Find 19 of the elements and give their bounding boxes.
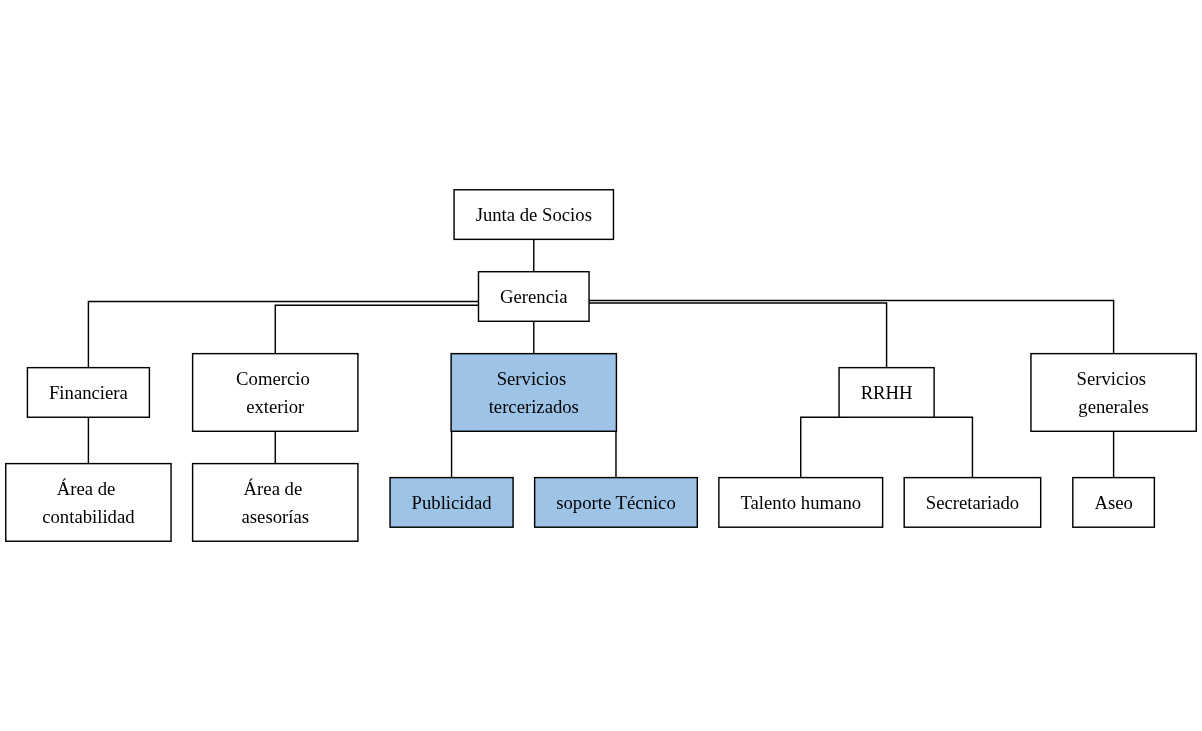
node-box: soporte Técnico (533, 476, 698, 528)
connector (1112, 430, 1115, 479)
node-box: Aseo (1072, 476, 1156, 528)
node-box: RRHH (838, 366, 935, 418)
node-box: Gerencia (477, 271, 590, 323)
connector (274, 430, 276, 465)
connector (87, 416, 90, 465)
node-box: Secretariado (903, 476, 1042, 528)
node-box: Financiera (26, 366, 151, 418)
node-box: Servicios generales (1030, 352, 1197, 432)
node-box: Publicidad (389, 476, 514, 528)
node-box: Área de asesorías (191, 462, 359, 542)
connector (533, 238, 535, 273)
node-box: Talento humano (718, 476, 884, 528)
node-box: Servicios tercerizados (450, 352, 618, 432)
node-box: Comercio exterior (191, 352, 359, 432)
connector (533, 320, 535, 355)
node-box: Área de contabilidad (5, 462, 172, 542)
node-box: Junta de Socios (453, 189, 615, 241)
